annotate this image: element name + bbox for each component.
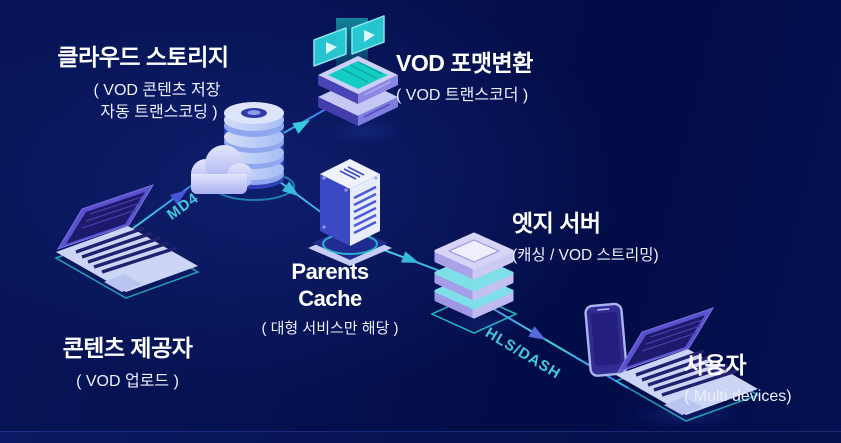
cloud-storage-label: 클라우드 스토리지 ( VOD 콘텐츠 저장 자동 트랜스코딩 ) <box>28 44 258 124</box>
layered-cache-icon <box>430 232 518 334</box>
shadow-edge-server <box>428 310 538 338</box>
vod-transcoder-label: VOD 포맷변환 ( VOD 트랜스코더 ) <box>396 50 533 107</box>
parents-cache-sub: ( 대형 서비스만 해당 ) <box>261 320 399 337</box>
user-label: 사용자 ( Multi devices) <box>684 352 792 408</box>
parents-cache-title-1: Parents <box>291 259 369 284</box>
edge-server-label: 엣지 서버 (캐싱 / VOD 스트리밍) <box>512 210 659 267</box>
cloud-storage-sub1: ( VOD 콘텐츠 저장 <box>93 82 221 99</box>
content-provider-title: 콘텐츠 제공자 <box>62 335 193 361</box>
cloud-storage-title: 클라우드 스토리지 <box>57 44 229 70</box>
edge-server-sub: (캐싱 / VOD 스트리밍) <box>512 247 659 264</box>
vod-transcoder-title: VOD 포맷변환 <box>396 50 533 76</box>
edge-server-title: 엣지 서버 <box>512 210 601 236</box>
cloud-shape <box>191 145 253 194</box>
phone-icon <box>584 302 628 377</box>
video-transcoder-icon <box>313 15 398 126</box>
laptop-icon <box>54 184 200 299</box>
content-provider-label: 콘텐츠 제공자 ( VOD 업로드 ) <box>20 335 235 393</box>
multi-device-icon <box>584 302 760 422</box>
parents-cache-label: Parents Cache ( 대형 서비스만 해당 ) <box>245 258 415 340</box>
server-tower-icon <box>308 159 392 266</box>
parents-cache-title-2: Cache <box>298 286 362 311</box>
content-provider-sub: ( VOD 업로드 ) <box>76 373 179 390</box>
user-laptop <box>614 307 760 422</box>
cloud-database-icon <box>191 102 295 201</box>
user-title: 사용자 <box>684 352 746 378</box>
cloud-storage-sub2: 자동 트랜스코딩 ) <box>100 104 218 121</box>
user-sub: ( Multi devices) <box>684 388 792 405</box>
floor-band <box>0 431 841 443</box>
vod-transcoder-sub: ( VOD 트랜스코더 ) <box>396 87 529 104</box>
